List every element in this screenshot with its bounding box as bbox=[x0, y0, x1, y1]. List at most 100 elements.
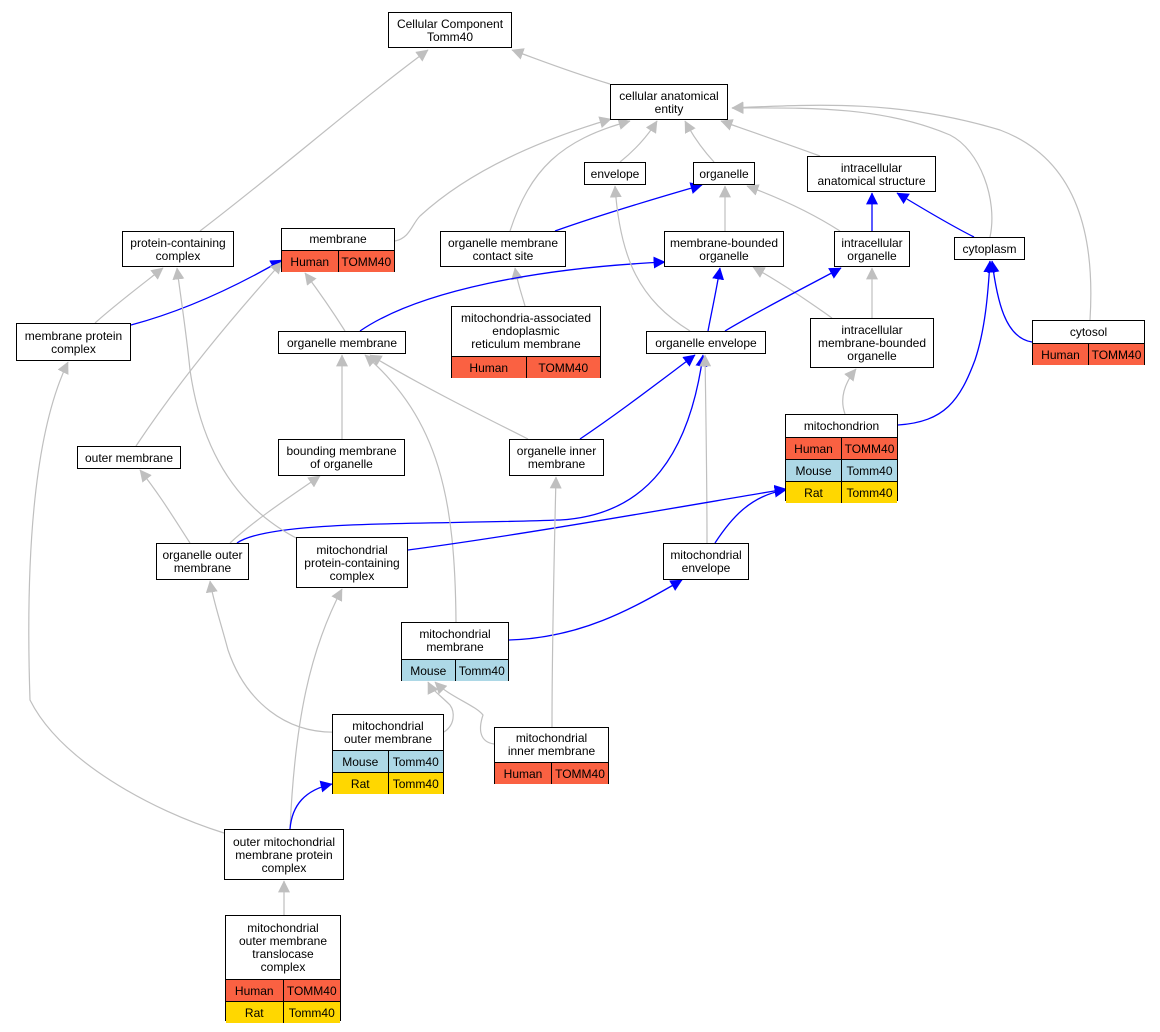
node-label: intracellular anatomical structure bbox=[817, 160, 926, 188]
node-label: mitochondrial protein-containing complex bbox=[304, 542, 400, 583]
species-name: Mouse bbox=[342, 754, 379, 769]
species-name: Human bbox=[1041, 347, 1080, 362]
node-label: intracellular organelle bbox=[841, 235, 903, 263]
node-mitochondrial-protein-containing-complex[interactable]: mitochondrial protein-containing complex bbox=[296, 537, 408, 588]
node-mitochondria-associated-er-membrane[interactable]: mitochondria-associated endoplasmic reti… bbox=[451, 306, 601, 378]
species-name: Human bbox=[794, 441, 833, 456]
node-label: mitochondrial membrane bbox=[419, 627, 491, 654]
edge-mpcc-to-mito bbox=[407, 484, 787, 551]
node-organelle-envelope[interactable]: organelle envelope bbox=[646, 331, 766, 354]
edge-oim-to-oe bbox=[579, 354, 696, 440]
gene-symbol: Tomm40 bbox=[387, 751, 444, 772]
gene-symbol: TOMM40 bbox=[841, 438, 897, 459]
edge-oom-to-outer bbox=[139, 469, 191, 544]
edge-cae-to-root bbox=[511, 48, 611, 85]
node-organelle-membrane[interactable]: organelle membrane bbox=[278, 331, 406, 354]
node-mitochondrial-envelope[interactable]: mitochondrial envelope bbox=[663, 543, 749, 580]
node-outer-mitochondrial-membrane-protein-complex[interactable]: outer mitochondrial membrane protein com… bbox=[224, 829, 344, 880]
node-envelope[interactable]: envelope bbox=[584, 162, 646, 185]
node-label: cytosol bbox=[1069, 324, 1108, 339]
node-bounding-membrane-of-organelle[interactable]: bounding membrane of organelle bbox=[278, 439, 405, 476]
edge-mom-to-mmem bbox=[427, 681, 454, 733]
node-label: bounding membrane of organelle bbox=[286, 444, 397, 471]
node-organelle[interactable]: organelle bbox=[693, 162, 755, 185]
edge-mam-to-omcs bbox=[511, 267, 526, 307]
node-intracellular-membrane-bounded-organelle[interactable]: intracellular membrane-bounded organelle bbox=[810, 318, 934, 368]
edge-menv-to-oe bbox=[699, 354, 712, 544]
edge-oom-to-oe bbox=[236, 354, 708, 544]
node-label: outer mitochondrial membrane protein com… bbox=[232, 834, 336, 875]
edge-cytoplasm-to-ias bbox=[896, 192, 975, 238]
edge-mmem-to-om bbox=[364, 354, 457, 623]
edge-mom-to-oom bbox=[205, 580, 341, 733]
gene-symbol: TOMM40 bbox=[282, 980, 341, 1001]
node-label: mitochondrial inner membrane bbox=[507, 731, 596, 758]
node-organelle-outer-membrane[interactable]: organelle outer membrane bbox=[156, 543, 249, 580]
node-label: cellular anatomical entity bbox=[619, 88, 719, 116]
species-row-mouse: Mouse Tomm40 bbox=[402, 659, 508, 681]
edge-ompc-to-mom bbox=[289, 780, 333, 830]
species-name: Rat bbox=[804, 485, 823, 500]
edge-imbo-to-mbo bbox=[752, 266, 833, 319]
node-protein-containing-complex[interactable]: protein-containing complex bbox=[122, 231, 234, 267]
node-membrane-protein-complex[interactable]: membrane protein complex bbox=[16, 323, 131, 361]
edge-mim-to-mmem bbox=[434, 681, 495, 745]
gene-symbol: Tomm40 bbox=[454, 660, 509, 681]
edge-oim-to-om bbox=[369, 354, 529, 440]
node-intracellular-anatomical-structure[interactable]: intracellular anatomical structure bbox=[807, 156, 936, 192]
gene-symbol: Tomm40 bbox=[282, 1002, 341, 1023]
node-outer-membrane[interactable]: outer membrane bbox=[77, 446, 181, 469]
edge-cytosol-to-cae bbox=[731, 101, 1092, 321]
node-label: protein-containing complex bbox=[130, 235, 226, 263]
node-organelle-inner-membrane[interactable]: organelle inner membrane bbox=[509, 439, 604, 476]
node-label: organelle membrane bbox=[286, 335, 398, 350]
node-mitochondrial-outer-membrane-translocase-complex[interactable]: mitochondrial outer membrane translocase… bbox=[225, 915, 341, 1023]
edge-menv-to-mito bbox=[714, 485, 787, 544]
edge-membrane-to-cae bbox=[394, 116, 612, 242]
node-label: organelle membrane contact site bbox=[447, 235, 559, 263]
node-label: membrane bbox=[309, 232, 367, 246]
gene-symbol: TOMM40 bbox=[337, 251, 395, 272]
node-cytoplasm[interactable]: cytoplasm bbox=[954, 237, 1025, 260]
node-organelle-membrane-contact-site[interactable]: organelle membrane contact site bbox=[440, 231, 566, 267]
gene-symbol: Tomm40 bbox=[841, 460, 897, 481]
species-name: Rat bbox=[244, 1005, 264, 1020]
gene-symbol: Tomm40 bbox=[387, 773, 444, 794]
edge-mito-to-cytoplasm bbox=[897, 260, 996, 426]
species-row-human: Human TOMM40 bbox=[452, 356, 600, 378]
species-row-human: Human TOMM40 bbox=[786, 437, 897, 459]
edge-oe-to-io bbox=[724, 267, 842, 332]
node-intracellular-organelle[interactable]: intracellular organelle bbox=[834, 231, 910, 267]
node-label: mitochondrial envelope bbox=[670, 548, 742, 575]
species-row-mouse: Mouse Tomm40 bbox=[333, 750, 443, 772]
node-label: organelle inner membrane bbox=[516, 444, 597, 471]
edge-mmem-to-menv bbox=[508, 579, 683, 641]
edge-om-to-mbo bbox=[359, 256, 666, 332]
node-cellular-component-root[interactable]: Cellular Component Tomm40 bbox=[388, 12, 512, 48]
node-label: outer membrane bbox=[84, 450, 174, 465]
edge-omcs-to-organelle bbox=[554, 182, 703, 232]
edge-omcs-to-cae bbox=[509, 118, 631, 232]
node-cellular-anatomical-entity[interactable]: cellular anatomical entity bbox=[610, 84, 728, 120]
gene-symbol: TOMM40 bbox=[525, 357, 601, 378]
edge-mpcc-to-pcc bbox=[172, 267, 301, 541]
species-name: Human bbox=[469, 360, 509, 375]
edge-ompc-to-mpcc bbox=[289, 588, 343, 830]
species-name: Rat bbox=[350, 776, 370, 791]
node-label: mitochondrial outer membrane translocase… bbox=[238, 920, 328, 974]
edge-mpc-to-pcc bbox=[94, 267, 164, 324]
species-name: Mouse bbox=[410, 663, 447, 678]
node-membrane-bounded-organelle[interactable]: membrane-bounded organelle bbox=[664, 231, 784, 267]
node-label: intracellular membrane-bounded organelle bbox=[817, 323, 927, 363]
gene-symbol: Tomm40 bbox=[841, 482, 897, 503]
